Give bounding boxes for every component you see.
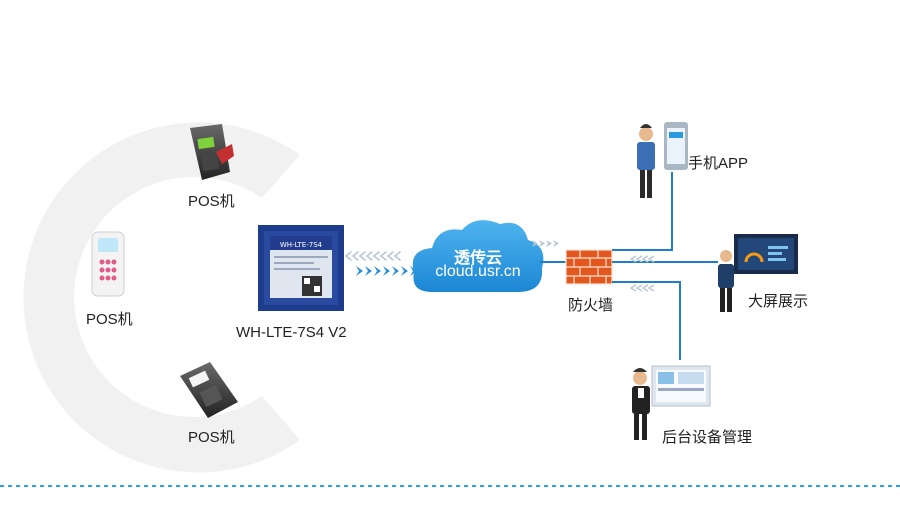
module-label: WH-LTE-7S4 V2 (236, 324, 347, 341)
cloud-domain: cloud.usr.cn (435, 263, 521, 280)
mobile-app-label: 手机APP (688, 155, 749, 172)
pos-label-bottom: POS机 (188, 429, 235, 446)
pos-terminal-mid-icon (91, 231, 125, 297)
cloud-title: 透传云 (453, 250, 502, 267)
big-screen-label: 大屏展示 (748, 293, 809, 310)
big-screen-person-icon (718, 234, 798, 312)
watermark-c (23, 122, 300, 473)
pos-label-top: POS机 (188, 193, 235, 210)
firewall-icon (565, 249, 613, 285)
arrows-cloud-to-firewall (532, 240, 559, 247)
mobile-app-person-icon (637, 122, 688, 198)
lte-module-icon: WH-LTE-7S4 (258, 225, 344, 311)
pos-label-mid: POS机 (86, 311, 133, 328)
pos-terminal-bottom-icon (180, 362, 238, 418)
backend-management-person-icon (632, 365, 711, 440)
backend-label: 后台设备管理 (662, 429, 753, 446)
arrows-module-to-cloud (344, 251, 417, 276)
pos-terminal-top-icon (190, 124, 234, 180)
connection-lines (612, 172, 718, 360)
firewall-label: 防火墙 (568, 297, 614, 314)
arrows-firewall-to-targets (629, 255, 655, 292)
cloud-shape (412, 220, 544, 292)
module-chip-text: WH-LTE-7S4 (280, 241, 323, 249)
